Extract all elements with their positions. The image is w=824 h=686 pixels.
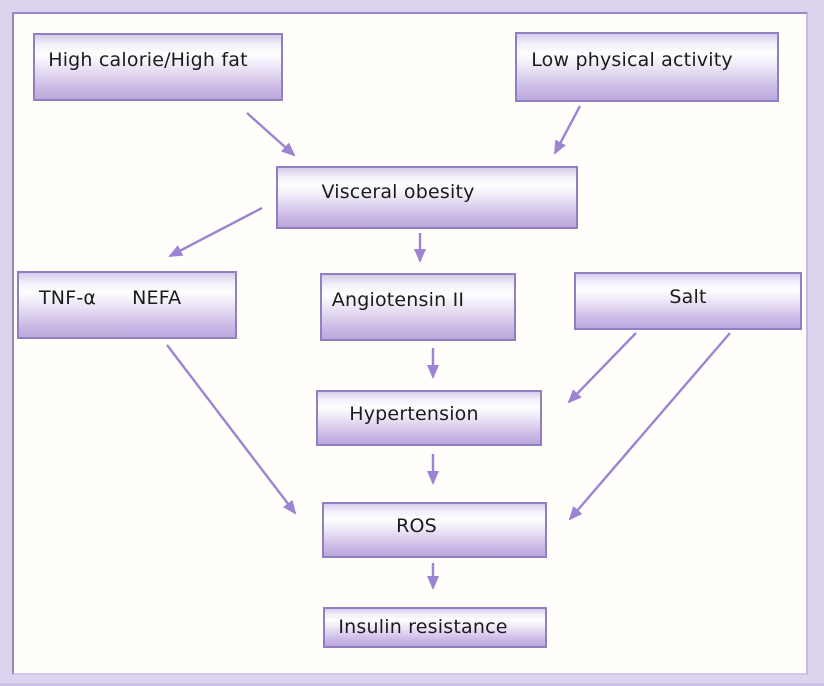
node-salt: Salt: [574, 272, 802, 330]
node-label: ROS: [396, 515, 437, 537]
node-label: Low physical activity: [531, 49, 733, 71]
diagram-frame: [12, 12, 808, 675]
node-high-calorie: High calorie/High fat: [33, 33, 283, 101]
node-hypertension: Hypertension: [316, 390, 542, 446]
node-angiotensin-ii: Angiotensin II: [320, 273, 516, 341]
node-tnf-nefa: TNF-α NEFA: [17, 271, 237, 339]
bottom-edge: [0, 683, 824, 686]
node-insulin-resistance: Insulin resistance: [323, 607, 547, 648]
node-label-nefa: NEFA: [132, 287, 182, 309]
node-label: Salt: [669, 286, 707, 308]
node-label-tnf: TNF-α: [39, 287, 97, 309]
node-ros: ROS: [322, 502, 547, 558]
node-label: Angiotensin II: [331, 289, 465, 311]
node-label: Hypertension: [349, 403, 479, 425]
node-visceral-obesity: Visceral obesity: [276, 166, 578, 229]
node-label: Visceral obesity: [321, 180, 475, 203]
node-label: Insulin resistance: [338, 615, 508, 638]
node-label: High calorie/High fat: [48, 49, 248, 71]
node-low-physical-activity: Low physical activity: [515, 32, 779, 102]
